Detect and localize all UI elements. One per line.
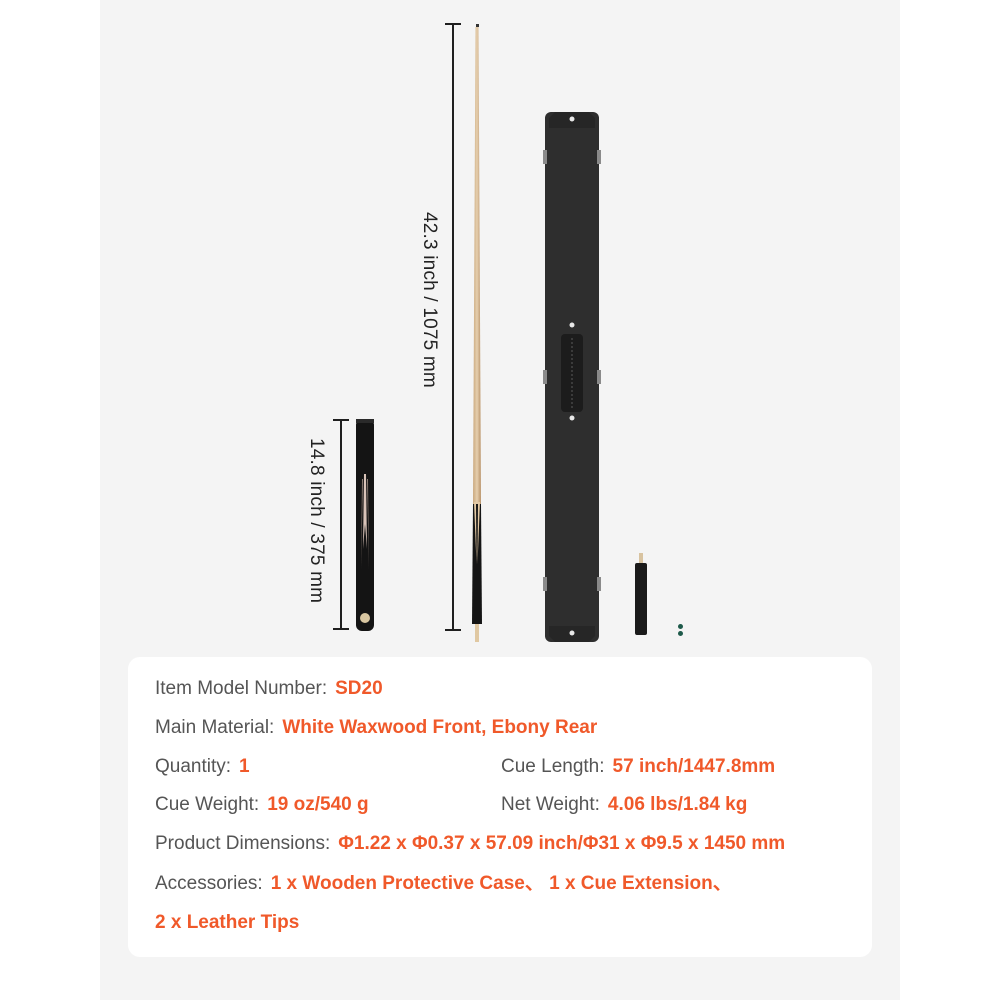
spec-material-value: White Waxwood Front, Ebony Rear xyxy=(282,717,598,738)
cue-extension-graphic xyxy=(635,553,647,635)
leather-tips xyxy=(678,624,684,638)
spec-dimensions-value: Φ1.22 x Φ0.37 x 57.09 inch/Φ31 x Φ9.5 x … xyxy=(338,833,786,854)
spec-cue-length-value: 57 inch/1447.8mm xyxy=(612,756,776,777)
spec-quantity-value: 1 xyxy=(239,756,250,777)
long-cue-dimension-label: 42.3 inch / 1075 mm xyxy=(419,212,440,388)
spec-dimensions: Product Dimensions: Φ1.22 x Φ0.37 x 57.09… xyxy=(155,832,785,856)
spec-cue-length: Cue Length: 57 inch/1447.8mm xyxy=(501,755,775,779)
spec-net-weight: Net Weight: 4.06 lbs/1.84 kg xyxy=(501,793,747,817)
ebony-butt-graphic xyxy=(356,419,374,631)
case-graphic xyxy=(543,112,601,642)
short-butt-dimension-label: 14.8 inch / 375 mm xyxy=(306,438,327,604)
spec-dimensions-label: Product Dimensions: xyxy=(155,833,331,854)
spec-quantity-label: Quantity: xyxy=(155,756,232,777)
dimension-line-short xyxy=(340,419,342,630)
spec-accessories-value-line1: 1 x Wooden Protective Case、 1 x Cue Exte… xyxy=(270,873,732,894)
cue-extension xyxy=(634,553,648,635)
spec-accessories-line2: 2 x Leather Tips xyxy=(155,911,299,935)
dimension-cap-bottom xyxy=(445,629,461,631)
long-cue-shaft xyxy=(471,24,483,644)
spec-model: Item Model Number: SD20 xyxy=(155,677,383,701)
spec-cue-weight: Cue Weight: 19 oz/540 g xyxy=(155,793,369,817)
spec-accessories-label: Accessories: xyxy=(155,873,263,894)
spec-accessories: Accessories: 1 x Wooden Protective Case、 … xyxy=(155,872,732,896)
spec-accessories-value-line2: 2 x Leather Tips xyxy=(155,912,300,933)
spec-model-label: Item Model Number: xyxy=(155,678,328,699)
dimension-cap-bottom-short xyxy=(333,628,349,630)
spec-net-weight-label: Net Weight: xyxy=(501,794,600,815)
leather-tip-icon xyxy=(678,631,683,636)
dimension-line-long xyxy=(452,23,454,631)
spec-material: Main Material: White Waxwood Front, Ebony… xyxy=(155,716,597,740)
cue-shaft-graphic xyxy=(472,24,482,642)
leather-tip-icon xyxy=(678,624,683,629)
spec-net-weight-value: 4.06 lbs/1.84 kg xyxy=(607,794,748,815)
spec-cue-weight-value: 19 oz/540 g xyxy=(267,794,369,815)
spec-model-value: SD20 xyxy=(335,678,383,699)
protective-case xyxy=(543,112,601,642)
ebony-butt xyxy=(354,419,376,631)
spec-material-label: Main Material: xyxy=(155,717,275,738)
spec-quantity: Quantity: 1 xyxy=(155,755,250,779)
spec-card: Item Model Number: SD20 Main Material: Whi… xyxy=(128,657,872,957)
spec-cue-weight-label: Cue Weight: xyxy=(155,794,260,815)
spec-cue-length-label: Cue Length: xyxy=(501,756,605,777)
